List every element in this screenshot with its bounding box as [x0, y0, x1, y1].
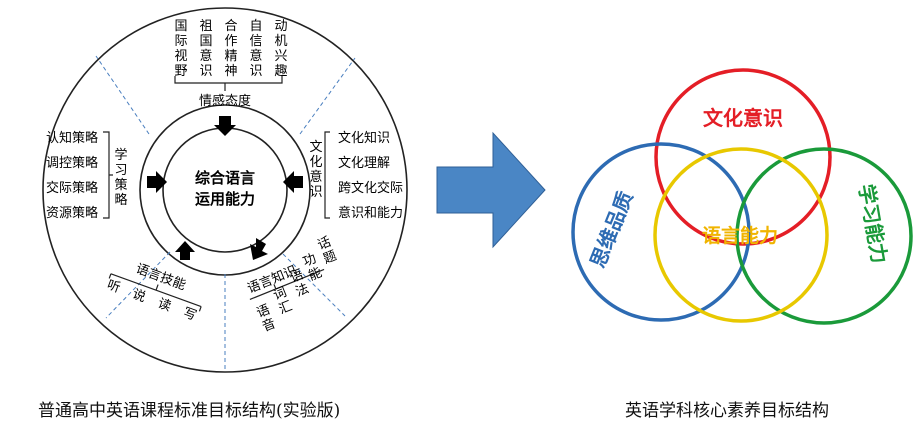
learning-circle	[735, 147, 913, 325]
culture-label-text-char: 意	[309, 169, 322, 185]
knowledge-item-char: 话	[316, 235, 334, 254]
sector-dividers	[95, 55, 356, 372]
culture-label-text-char: 化	[309, 155, 322, 170]
knowledge-item-char: 功	[301, 251, 319, 270]
culture-item: 意识和能力	[338, 205, 403, 221]
emotion-item-char: 意	[249, 48, 262, 64]
strategy-label-text-char: 策	[114, 177, 127, 193]
skills-item: 读	[156, 296, 173, 315]
knowledge-item-char: 语	[255, 302, 273, 321]
knowledge-item: 语法	[288, 267, 311, 300]
skills-item: 写	[181, 305, 198, 324]
knowledge-item-char: 汇	[277, 299, 295, 318]
skills-section: 语言技能 听说读写	[105, 262, 202, 324]
emotion-item-char: 野	[174, 64, 187, 79]
learning-label: 学习能力	[854, 182, 892, 265]
emotion-item-char: 精	[224, 49, 237, 64]
emotion-item-char: 自	[249, 19, 262, 34]
knowledge-item-char: 能	[307, 265, 325, 284]
culture-label-text: 文化意识	[309, 140, 322, 200]
language-label: 语言能力	[702, 224, 778, 247]
emotion-item-char: 兴	[274, 49, 287, 64]
emotion-item-char: 际	[174, 34, 187, 49]
emotion-item-char: 国	[174, 19, 187, 34]
emotion-item-char: 机	[274, 34, 287, 49]
emotion-item-char: 意	[199, 48, 212, 64]
strategy-label-text-char: 学	[114, 147, 127, 163]
culture-label: 文化意识	[309, 140, 322, 200]
strategy-label-text-char: 略	[114, 192, 127, 208]
strategy-item: 交际策略	[46, 180, 98, 196]
knowledge-item-char: 法	[294, 281, 312, 300]
emotion-item-char: 识	[249, 64, 262, 79]
culture-label-text-char: 文	[309, 140, 322, 155]
outer-ring	[42, 7, 408, 373]
transition-arrow	[436, 131, 546, 249]
emotion-label: 情感态度	[199, 93, 251, 109]
emotion-item-char: 祖	[199, 19, 212, 34]
core-literacy-venn	[571, 68, 913, 325]
knowledge-item: 语音	[255, 302, 278, 335]
left-caption: 普通高中英语课程标准目标结构(实验版)	[38, 401, 341, 421]
culture-item: 跨文化交际	[338, 180, 403, 196]
strategy-item: 调控策略	[46, 155, 98, 171]
skills-item: 说	[130, 287, 147, 306]
emotion-item-char: 趣	[274, 64, 287, 79]
culture-item: 文化知识	[338, 130, 390, 146]
emotion-item-char: 国	[199, 34, 212, 49]
knowledge-item-char: 词	[271, 285, 289, 304]
thinking-label: 思维品质	[585, 188, 637, 271]
emotion-item-char: 动	[274, 19, 287, 34]
knowledge-item-char: 题	[321, 248, 339, 267]
emotion-item-char: 神	[224, 64, 237, 79]
knowledge-item-char: 音	[260, 315, 278, 335]
skills-item: 听	[105, 278, 122, 297]
emotion-section: 情感态度	[174, 76, 283, 109]
right-caption: 英语学科核心素养目标结构	[625, 401, 829, 421]
center-line-1: 综合语言	[195, 169, 255, 187]
strategy-label-text-char: 习	[114, 163, 127, 178]
emotion-item-char: 作	[224, 34, 237, 49]
center-line-2: 运用能力	[195, 190, 255, 208]
emotion-item-char: 视	[174, 49, 187, 64]
culture-label: 文化意识	[703, 106, 783, 130]
strategy-item: 认知策略	[46, 130, 98, 146]
emotion-item-char: 识	[199, 64, 212, 79]
emotion-item-char: 合	[224, 19, 237, 34]
inward-arrows	[147, 116, 303, 260]
knowledge-item-char: 语	[288, 267, 306, 286]
knowledge-item: 词汇	[271, 285, 294, 318]
culture-circle	[654, 68, 832, 246]
thinking-circle	[571, 142, 751, 322]
knowledge-item: 功能	[301, 251, 324, 284]
emotion-item-char: 信	[249, 34, 262, 49]
language-circle	[653, 147, 829, 323]
knowledge-item: 话题	[316, 235, 339, 268]
strategy-item: 资源策略	[46, 205, 98, 221]
culture-item: 文化理解	[338, 156, 390, 171]
culture-label-text-char: 识	[309, 185, 322, 200]
